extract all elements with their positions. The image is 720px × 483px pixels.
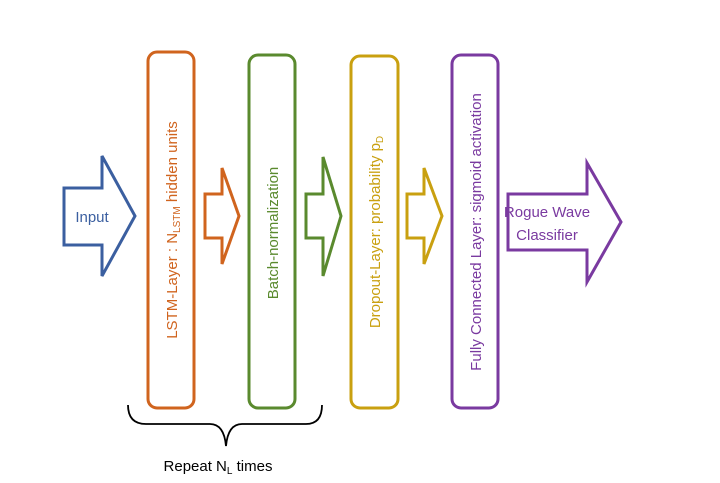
dropout-layer-rect (349, 54, 400, 410)
output-arrow-label-line1: Rogue Wave (504, 204, 590, 221)
repeat-label: Repeat NL times (164, 458, 273, 477)
dropout-to-dense-arrow-icon (405, 167, 444, 265)
lstm-layer-label: LSTM-Layer : NLSTM hidden units (164, 121, 183, 339)
lstm-to-bn-arrow-icon (203, 167, 241, 265)
batchnorm-layer-label: Batch-normalization (265, 167, 282, 300)
output-arrow-shape (506, 157, 623, 288)
batchnorm-layer-box: Batch-normalization (247, 53, 297, 410)
lstm-layer-rect (146, 50, 196, 410)
dense-layer-box: Fully Connected Layer: sigmoid activatio… (450, 53, 500, 410)
dense-layer-label: Fully Connected Layer: sigmoid activatio… (468, 93, 485, 371)
bn-to-dropout-arrow-icon (304, 156, 343, 277)
output-arrow-label-line2: Classifier (516, 227, 578, 244)
dropout-layer-box: Dropout-Layer: probability pD (349, 54, 400, 410)
input-arrow-shape (62, 155, 137, 277)
output-arrow: Rogue Wave Classifier (504, 157, 623, 288)
input-arrow: Input (62, 155, 137, 277)
curly-brace-icon (127, 404, 323, 447)
dropout-layer-label: Dropout-Layer: probability pD (367, 136, 386, 328)
dense-layer-rect (450, 53, 500, 410)
input-arrow-label: Input (75, 209, 109, 226)
lstm-layer-box: LSTM-Layer : NLSTM hidden units (146, 50, 196, 410)
batchnorm-layer-rect (247, 53, 297, 410)
